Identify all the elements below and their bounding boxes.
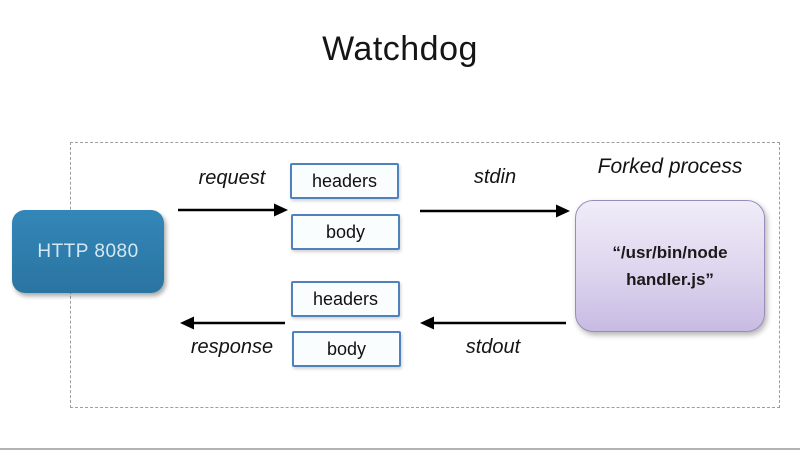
http-server-label: HTTP 8080: [37, 240, 139, 262]
stdin-arrow-icon: [420, 204, 570, 218]
request-headers-label: headers: [311, 170, 378, 191]
response-headers-label: headers: [312, 288, 379, 309]
response-body-label: body: [326, 338, 367, 359]
slide-title: Watchdog: [322, 30, 478, 68]
forked-process-label: Forked process: [597, 155, 743, 178]
response-body-box: body: [292, 331, 401, 367]
request-body-label: body: [325, 221, 366, 242]
stdin-label: stdin: [473, 166, 517, 188]
response-label: response: [190, 336, 274, 358]
request-body-box: body: [291, 214, 400, 250]
http-server-node: HTTP 8080: [12, 210, 164, 293]
slide-bottom-divider: [0, 448, 800, 450]
request-label: request: [198, 167, 266, 189]
forked-process-command-line1: “/usr/bin/node: [612, 242, 728, 262]
stdout-arrow-icon: [420, 316, 566, 330]
stdout-label: stdout: [465, 336, 521, 358]
response-arrow-icon: [180, 316, 285, 330]
forked-process-command-line2: handler.js”: [626, 270, 714, 289]
request-headers-box: headers: [290, 163, 399, 199]
request-arrow-icon: [178, 203, 288, 217]
response-headers-box: headers: [291, 281, 400, 317]
forked-process-node: “/usr/bin/node handler.js”: [575, 200, 765, 332]
